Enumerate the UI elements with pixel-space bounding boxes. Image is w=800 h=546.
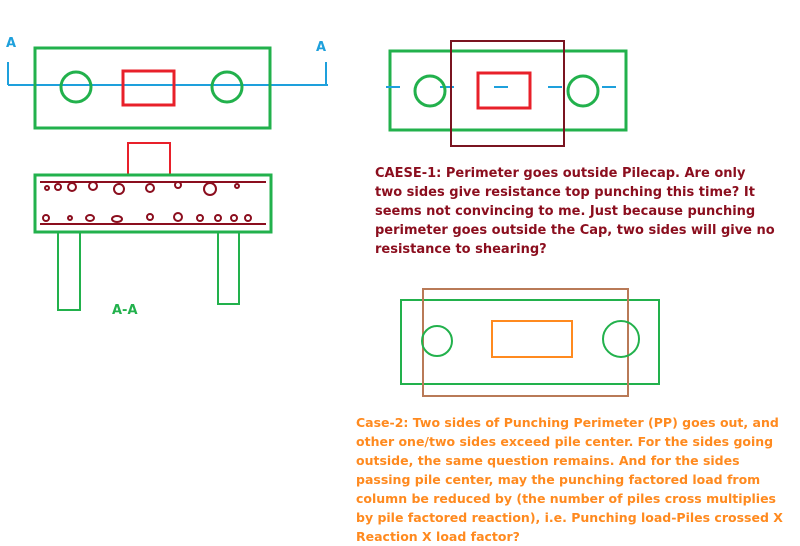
- section-label-left: A: [6, 36, 17, 51]
- case2-pile-right: [602, 320, 640, 358]
- case1-note: CAESE-1: Perimeter goes outside Pilecap.…: [375, 166, 775, 257]
- case2-plan: [400, 288, 660, 397]
- case1-pilecap: [388, 49, 628, 132]
- pile-left-section: [57, 231, 81, 311]
- case2-pile-left: [421, 325, 453, 357]
- pile-left: [59, 70, 93, 104]
- plan-view-top-left: [7, 46, 328, 130]
- section-aa-label: A-A: [112, 303, 138, 318]
- case1-punching-perimeter: [450, 40, 565, 147]
- section-label-right: A: [316, 40, 327, 55]
- pilecap-section: [33, 173, 273, 234]
- pile-right-section: [217, 231, 240, 305]
- case2-column: [491, 320, 573, 358]
- case1-column: [476, 71, 532, 110]
- case1-plan: [386, 40, 630, 147]
- pile-right: [210, 70, 244, 104]
- column-plan: [121, 69, 176, 107]
- case1-pile-right: [566, 74, 600, 108]
- section-view: [33, 142, 273, 311]
- bottom-bars: [42, 212, 252, 223]
- top-bars: [44, 181, 240, 196]
- column-section: [127, 142, 171, 176]
- case2-note: Case-2: Two sides of Punching Perimeter …: [356, 415, 783, 544]
- case2-punching-perimeter: [422, 288, 629, 397]
- case1-pile-left: [413, 74, 447, 108]
- case2-pilecap: [400, 299, 660, 385]
- pilecap-plan: [33, 46, 272, 130]
